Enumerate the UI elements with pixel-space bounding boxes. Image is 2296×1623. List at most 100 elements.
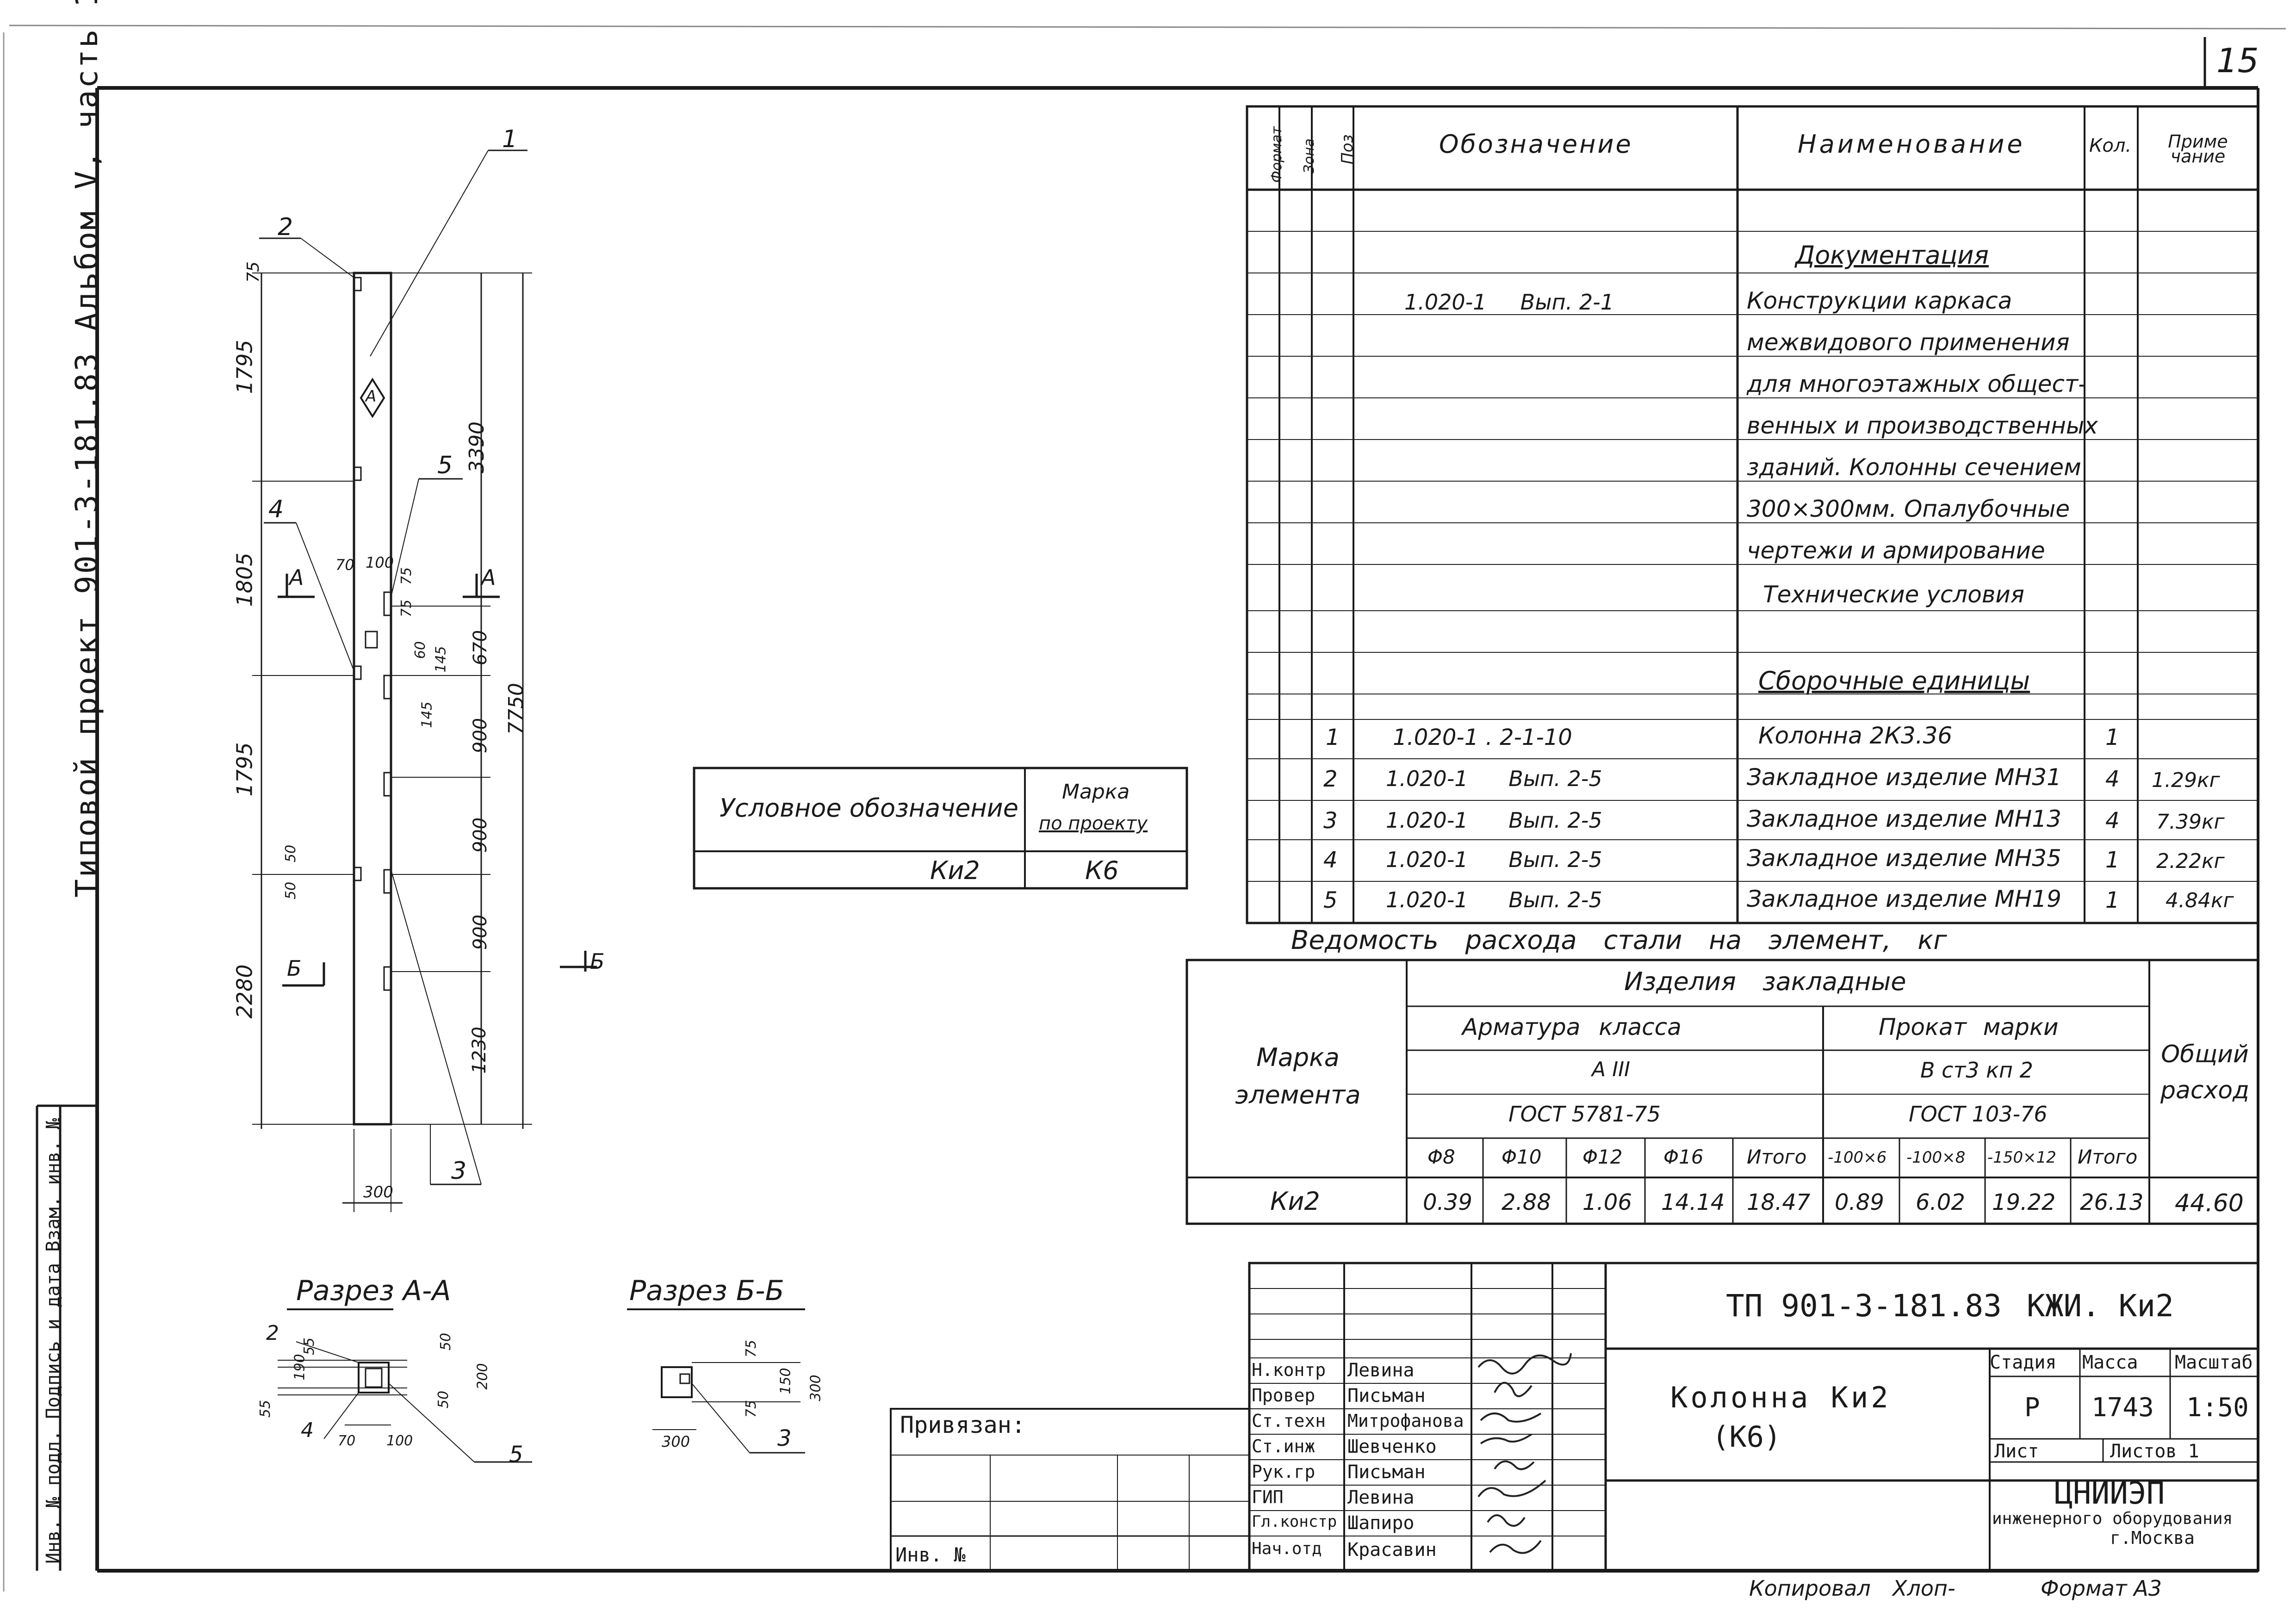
spec-doc-designation: 1.020-1 Вып. 2-1	[1404, 290, 1614, 315]
dim-1805: 1805	[232, 552, 257, 607]
aa-dim-200: 200	[474, 1363, 491, 1390]
steel-val-7: 19.22	[1992, 1189, 2056, 1215]
steel-col-6: -100×8	[1906, 1148, 1966, 1167]
section-mark-a-right: А	[481, 565, 496, 590]
spec-h-name: Наименование	[1798, 130, 2025, 159]
dim-900-a: 900	[470, 718, 491, 754]
spec-row-qty: 1	[2105, 847, 2120, 873]
tb-inv: Инв. №	[895, 1543, 966, 1566]
spec-h-format: Формат	[1269, 126, 1285, 183]
spec-h-pos: Поз	[1338, 134, 1357, 164]
dim-60: 60	[412, 641, 429, 659]
aa-dim-100: 100	[386, 1433, 413, 1449]
spec-row-pos: 1	[1326, 725, 1340, 750]
dim-100: 100	[366, 554, 394, 571]
spec-row-pos: 2	[1323, 766, 1338, 792]
bb-dim-300a: 300	[807, 1375, 824, 1401]
spec-row-designation: 1.020-1 Вып. 2-5	[1386, 808, 1602, 833]
tb-sheets: Листов 1	[2110, 1441, 2199, 1462]
dim-3390: 3390	[465, 421, 489, 473]
steel-mark-label: Марка элемента	[1235, 1043, 1361, 1109]
tb-role: Рук.гр	[1252, 1462, 1316, 1482]
callout-5: 5	[437, 452, 453, 479]
diamond-label: А	[366, 387, 377, 406]
dim-900-c: 900	[470, 914, 491, 950]
section-mark-b-right: Б	[590, 949, 605, 974]
footer-copier: Хлоп-	[1893, 1576, 1955, 1601]
steel-val-8: 26.13	[2080, 1189, 2144, 1215]
dim-300: 300	[363, 1183, 393, 1202]
spec-asm-heading: Сборочные единицы	[1758, 666, 2030, 695]
spec-row-qty: 1	[2105, 887, 2120, 913]
tb-privyazan: Привязан:	[900, 1412, 1025, 1438]
page-number: 15	[2216, 41, 2259, 80]
tb-stage: Р	[2024, 1393, 2040, 1423]
steel-title: Ведомость расхода стали на элемент, кг	[1291, 925, 1947, 955]
spec-doc-line-6: чертежи и армирование	[1747, 537, 2045, 564]
steel-col-3: Φ16	[1663, 1146, 1704, 1168]
spec-doc-line-0: Конструкции каркаса	[1747, 287, 2012, 314]
spec-row-name: Закладное изделие МН35	[1747, 845, 2061, 872]
steel-rolled-gost: ГОСТ 103-76	[1909, 1102, 2048, 1127]
tb-name-1: Колонна Ки2	[1670, 1381, 1891, 1414]
tb-role: Н.контр	[1252, 1360, 1326, 1380]
aa-dim-190: 190	[292, 1354, 308, 1381]
side-title: Типовой проект 901-3-181.83 Альбом V, ча…	[69, 0, 105, 898]
tb-code: ТП 901-3-181.83	[1726, 1288, 2002, 1324]
tb-sheet: Лист	[1994, 1441, 2039, 1462]
aa-callout-4: 4	[301, 1419, 314, 1442]
spec-row-designation: 1.020-1 Вып. 2-5	[1386, 766, 1602, 791]
steel-col-8: Итого	[2078, 1146, 2138, 1168]
tb-role: Ст.техн	[1252, 1411, 1326, 1431]
legend-v2: К6	[1085, 856, 1119, 885]
tb-scale-h: Масштаб	[2175, 1352, 2253, 1373]
bb-dim-75a: 75	[743, 1339, 760, 1358]
steel-col-1: Φ10	[1502, 1146, 1542, 1168]
tb-role: ГИП	[1252, 1487, 1284, 1507]
steel-col-7: -150×12	[1987, 1148, 2056, 1167]
tb-role-name: Шевченко	[1347, 1436, 1437, 1457]
steel-val-2: 1.06	[1582, 1189, 1632, 1215]
tb-role-name: Левина	[1347, 1487, 1415, 1508]
dim-70: 70	[335, 556, 354, 574]
steel-col-2: Φ12	[1582, 1146, 1623, 1168]
steel-row-mark: Ки2	[1270, 1187, 1320, 1216]
spec-doc-line-2: для многоэтажных общест-	[1747, 371, 2087, 397]
spec-row-designation: 1.020-1 Вып. 2-5	[1386, 847, 1602, 872]
dim-900-b: 900	[470, 817, 491, 853]
dim-145-a: 145	[433, 646, 449, 673]
dim-50-b: 50	[283, 844, 299, 863]
dim-1795-b: 1795	[232, 742, 257, 797]
side-stamp: Инв. № подл. Подпись и дата Взам. инв. №	[43, 1118, 64, 1564]
steel-val-3: 14.14	[1661, 1189, 1725, 1215]
spec-row-name: Закладное изделие МН19	[1747, 886, 2061, 912]
spec-h-note: Приме чание	[2168, 131, 2228, 167]
aa-dim-55b: 55	[301, 1337, 318, 1356]
tb-role: Провер	[1252, 1385, 1316, 1406]
tb-sheet-code: КЖИ. Ки2	[2027, 1288, 2174, 1324]
tb-role-name: Левина	[1347, 1360, 1415, 1381]
callout-4: 4	[268, 496, 284, 523]
legend-h1: Условное обозначение	[720, 793, 1018, 823]
bb-dim-150: 150	[777, 1368, 794, 1394]
tb-org-1: ЦНИИЭП	[2054, 1475, 2165, 1511]
dim-50-a: 50	[283, 881, 299, 900]
callout-2: 2	[278, 213, 293, 241]
steel-val-4: 18.47	[1747, 1189, 1811, 1215]
aa-callout-5: 5	[509, 1442, 523, 1468]
section-bb-title: Разрез Б-Б	[629, 1275, 784, 1307]
footer-copied: Копировал	[1749, 1576, 1871, 1601]
spec-row-note: 4.84кг	[2166, 889, 2234, 912]
spec-h-zone: Зона	[1301, 138, 1317, 173]
steel-rebar-grade: А III	[1592, 1058, 1631, 1081]
section-mark-b-left: Б	[287, 956, 302, 981]
tb-scale: 1:50	[2186, 1393, 2249, 1423]
bb-dim-75b: 75	[743, 1400, 760, 1418]
dim-670: 670	[470, 630, 491, 666]
dim-1795-a: 1795	[232, 340, 257, 394]
steel-val-6: 6.02	[1916, 1189, 1965, 1215]
tb-role-name: Шапиро	[1347, 1512, 1415, 1534]
steel-col-4: Итого	[1747, 1146, 1807, 1168]
dim-7750: 7750	[504, 683, 528, 735]
spec-row-qty: 1	[2105, 725, 2120, 750]
